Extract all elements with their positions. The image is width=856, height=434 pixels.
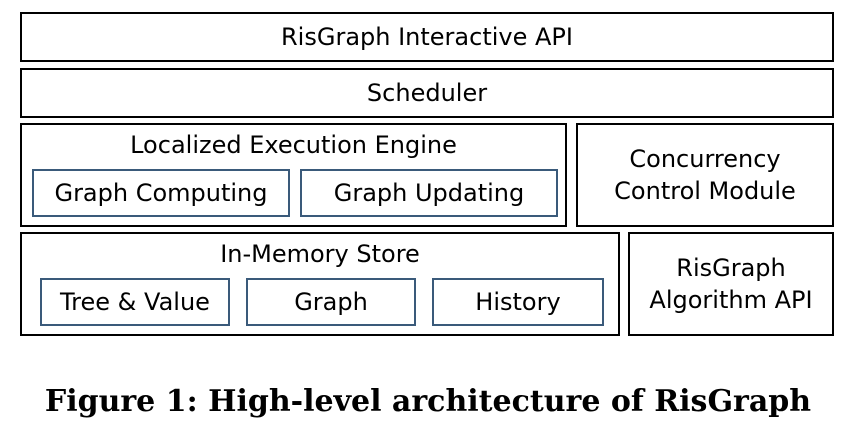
algorithm-api-line2: Algorithm API <box>649 286 813 314</box>
tree-value-label: Tree & Value <box>60 288 210 316</box>
graph-computing-label: Graph Computing <box>54 179 268 207</box>
tree-value-box: Tree & Value <box>40 278 230 326</box>
concurrency-control-block: Concurrency Control Module <box>576 123 834 227</box>
execution-engine-block: Localized Execution Engine Graph Computi… <box>20 123 567 227</box>
concurrency-line2: Control Module <box>614 177 796 205</box>
graph-label: Graph <box>294 288 368 316</box>
interactive-api-label: RisGraph Interactive API <box>281 23 573 51</box>
algorithm-api-block: RisGraph Algorithm API <box>628 232 834 336</box>
history-box: History <box>432 278 604 326</box>
in-memory-store-block: In-Memory Store Tree & Value Graph Histo… <box>20 232 620 336</box>
figure-caption: Figure 1: High-level architecture of Ris… <box>44 384 812 419</box>
graph-box: Graph <box>246 278 416 326</box>
execution-engine-title: Localized Execution Engine <box>130 131 457 159</box>
graph-updating-box: Graph Updating <box>300 169 558 217</box>
interactive-api-layer: RisGraph Interactive API <box>20 12 834 62</box>
graph-computing-box: Graph Computing <box>32 169 290 217</box>
graph-updating-label: Graph Updating <box>333 179 525 207</box>
algorithm-api-line1: RisGraph <box>676 254 786 282</box>
concurrency-line1: Concurrency <box>629 145 781 173</box>
scheduler-label: Scheduler <box>366 79 488 107</box>
history-label: History <box>475 288 561 316</box>
scheduler-layer: Scheduler <box>20 68 834 118</box>
in-memory-store-title: In-Memory Store <box>220 240 420 268</box>
